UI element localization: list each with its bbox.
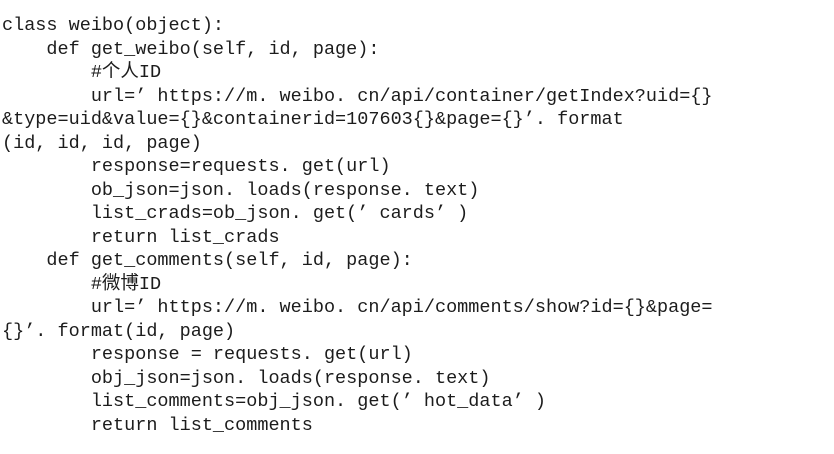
code-line: response=requests. get(url) — [2, 156, 391, 177]
code-line: #个人ID — [2, 62, 162, 83]
code-line: url=’ https://m. weibo. cn/api/container… — [2, 85, 713, 107]
code-line: def get_weibo(self, id, page): — [2, 38, 380, 60]
code-line: return list_crads — [2, 226, 280, 248]
code-line: (id, id, id, page) — [2, 132, 202, 154]
code-line: return list_comments — [2, 414, 313, 436]
code-line: url=’ https://m. weibo. cn/api/comments/… — [2, 297, 713, 318]
code-line: ob_json=json. loads(response. text) — [2, 179, 480, 201]
code-line: class weibo(object): — [2, 15, 225, 36]
code-line: list_crads=ob_json. get(’ cards’ ) — [2, 203, 469, 224]
code-line: list_comments=obj_json. get(’ hot_data’ … — [2, 391, 546, 412]
code-line: response = requests. get(url) — [2, 344, 413, 365]
code-line: obj_json=json. loads(response. text) — [2, 367, 491, 389]
code-line: &type=uid&value={}&containerid=107603{}&… — [2, 109, 624, 130]
code-line: def get_comments(self, id, page): — [2, 250, 413, 271]
code-line: {}’. format(id, page) — [2, 320, 236, 342]
code-block: class weibo(object): def get_weibo(self,… — [2, 14, 713, 437]
code-line: #微博ID — [2, 273, 162, 295]
